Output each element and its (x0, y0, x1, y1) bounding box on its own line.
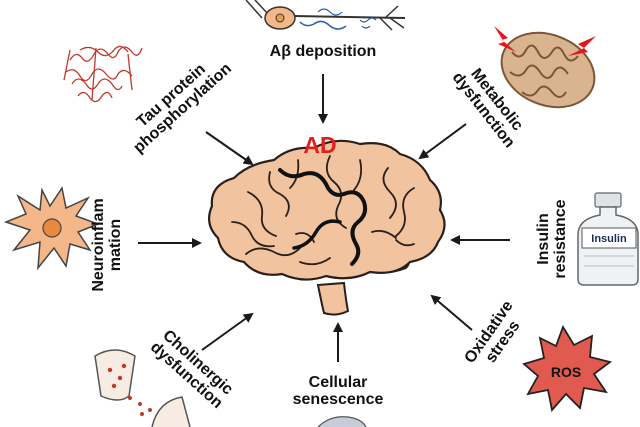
microglia-illustration (3, 186, 101, 271)
ros-burst-illustration: ROS (522, 324, 613, 412)
brain-illustration (207, 139, 446, 316)
lightning-icon (494, 26, 516, 52)
cholinergic-synapse-illustration (94, 349, 191, 427)
partial-cell-illustration (317, 416, 367, 427)
arrow-tau (205, 131, 254, 166)
insulin-vial-illustration: Insulin (577, 192, 639, 286)
label-cellular-line2: senescence (292, 391, 384, 408)
vial-label: Insulin (591, 233, 627, 245)
arrow-cholinergic (201, 312, 254, 351)
label-abeta-deposition: Aβ deposition (269, 43, 377, 60)
lightning-icon (568, 36, 596, 56)
label-insulin-line1: Insulin (535, 213, 552, 265)
label-insulin-resistance: Insulin resistance (535, 189, 569, 289)
center-label-ad: AD (303, 132, 337, 158)
tau-protein-tangles (63, 45, 143, 103)
arrow-metabolic (418, 123, 467, 160)
arrow-oxidative (430, 294, 473, 331)
label-neuro-line1: Neuroinflam (90, 198, 107, 292)
label-neuro-line2: mation (107, 218, 124, 272)
arrows (138, 74, 510, 362)
label-neuroinflammation: Neuroinflam mation (90, 195, 124, 295)
ros-label: ROS (551, 364, 581, 380)
label-cellular-line1: Cellular (308, 374, 368, 391)
label-cellular-senescence: Cellular senescence (283, 374, 393, 408)
label-insulin-line2: resistance (552, 199, 569, 279)
abeta-neuron-illustration (245, 0, 406, 31)
mitochondria-illustration (494, 26, 596, 109)
